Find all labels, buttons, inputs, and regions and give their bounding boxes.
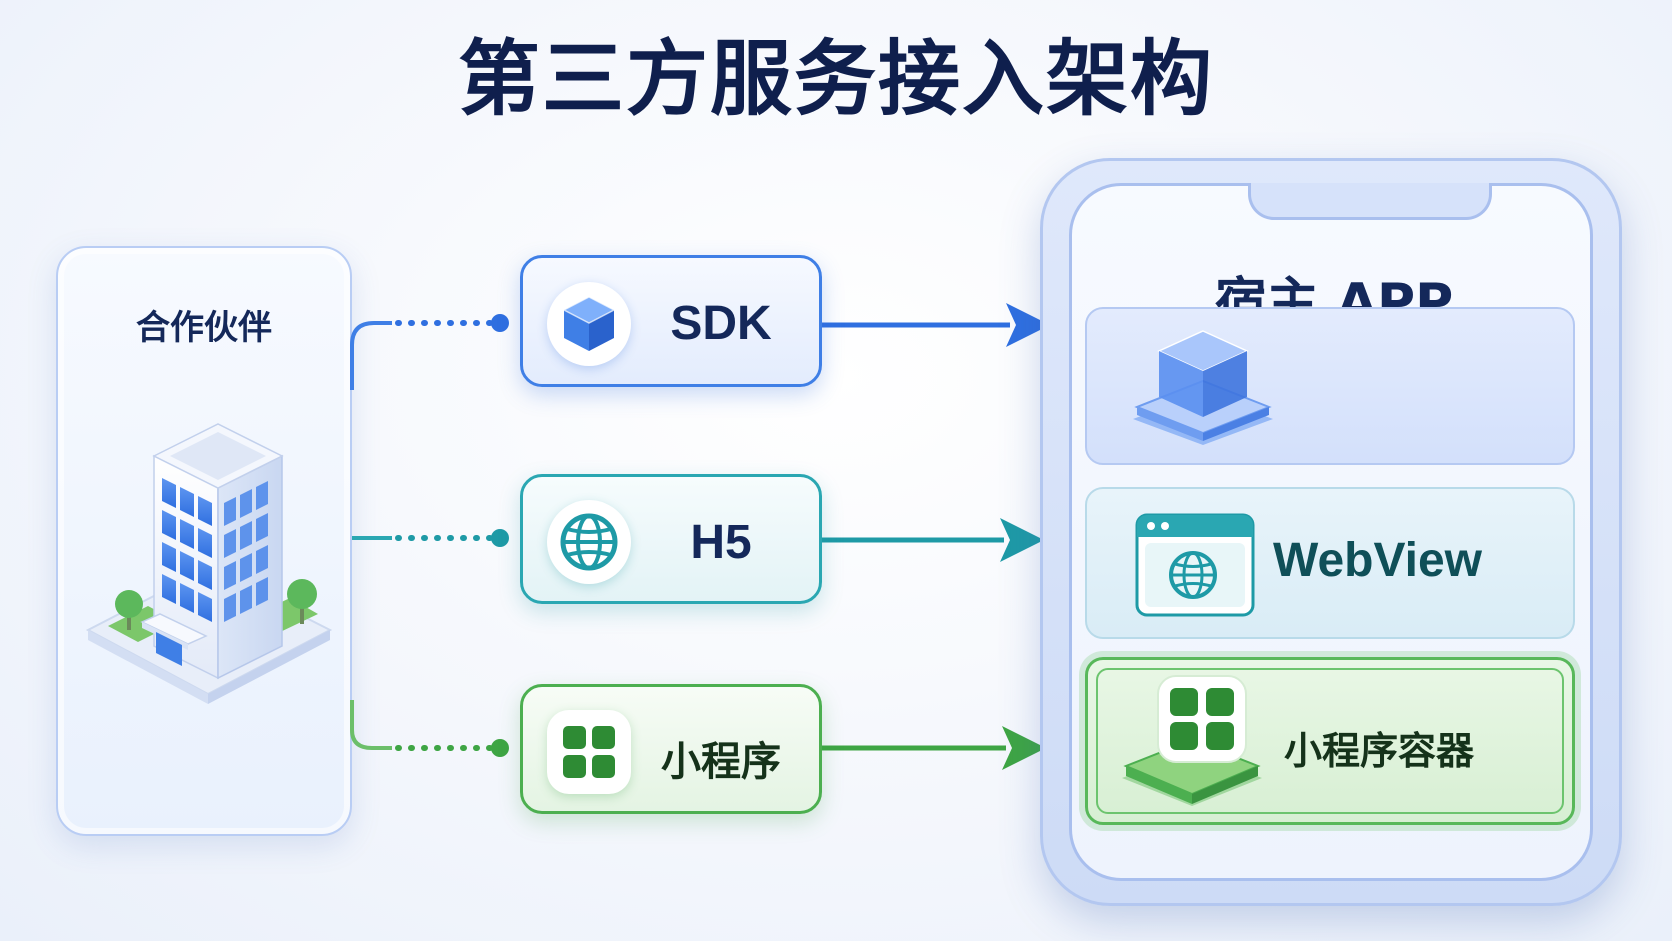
h5-connector-dot	[491, 529, 509, 547]
sdk-card: SDK	[520, 255, 822, 387]
h5-label: H5	[690, 516, 752, 569]
cube-icon	[562, 296, 616, 351]
sdk-label: SDK	[670, 297, 772, 350]
mini-program-card: 小程序	[520, 684, 822, 814]
host-app-phone: 宿主 APP WebView	[1040, 158, 1622, 906]
stacked-cube-icon	[1133, 330, 1273, 445]
mini-program-label: 小程序	[661, 739, 781, 785]
h5-arrow-head	[1000, 518, 1044, 562]
grid-apps-icon	[563, 726, 615, 778]
grid-apps-platform-icon	[1122, 675, 1262, 806]
host-row-mini-program-container: 小程序容器	[1085, 657, 1575, 825]
h5-icon-badge	[547, 500, 631, 584]
host-row-sdk	[1085, 307, 1575, 465]
host-row-webview-label: WebView	[1273, 534, 1482, 587]
host-row-webview: WebView	[1085, 487, 1575, 639]
partner-panel: 合作伙伴	[56, 246, 352, 836]
sdk-icon-badge	[547, 282, 631, 366]
partner-trunk-line	[350, 321, 392, 390]
mini-program-icon-badge	[547, 710, 631, 794]
partner-trunk-line-mini	[350, 700, 392, 750]
host-row-mini-program-label: 小程序容器	[1284, 729, 1475, 773]
h5-card: H5	[520, 474, 822, 604]
partner-label: 合作伙伴	[136, 308, 272, 348]
mini-container-inner-border	[1096, 668, 1564, 814]
globe-icon	[560, 513, 618, 571]
browser-window-globe-icon	[1135, 513, 1255, 617]
mini-connector-dot	[491, 739, 509, 757]
page-title: 第三方服务接入架构	[457, 32, 1214, 127]
office-building-icon	[85, 423, 333, 704]
sdk-connector-dot	[491, 314, 509, 332]
phone-notch	[1248, 183, 1492, 220]
